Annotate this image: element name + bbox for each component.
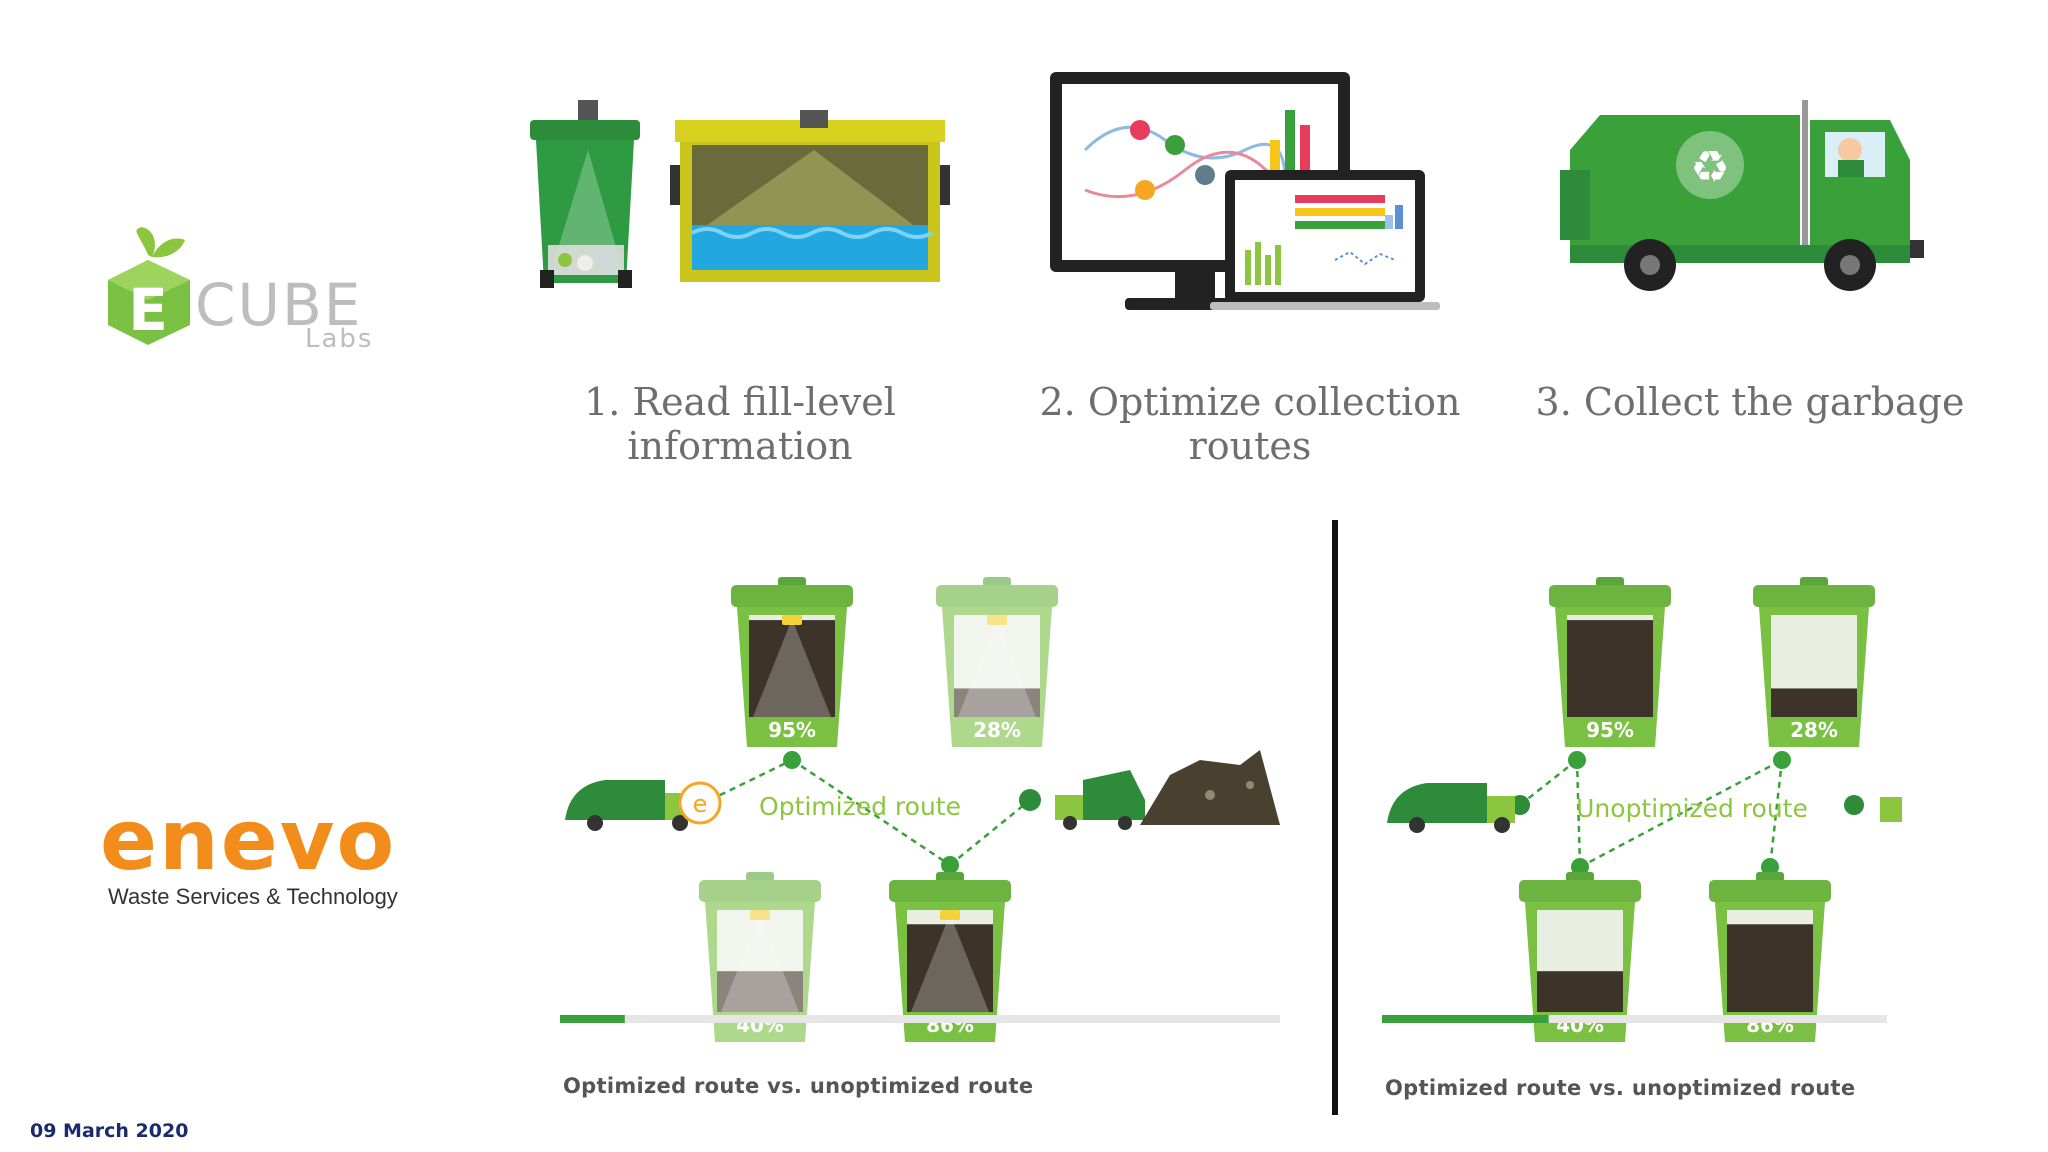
bins-group: 95% 28% 40% 86% — [1519, 577, 1875, 1042]
bin-fill-level — [749, 620, 835, 717]
sensor-icon — [940, 910, 960, 920]
sensor-beam — [721, 914, 799, 1012]
optimized-panel-caption: Optimized route vs. unoptimized route — [563, 1074, 1034, 1098]
sensor-icon — [782, 615, 802, 625]
ecube-logo: E CUBE Labs — [108, 227, 373, 354]
route-progress-track — [560, 1015, 1280, 1023]
sensor-beam — [958, 619, 1036, 717]
enevo-e-icon: e — [678, 781, 722, 825]
route-node — [1571, 858, 1589, 876]
ecube-letter: E — [128, 276, 168, 344]
start-truck-icon — [1387, 783, 1515, 833]
bin-fill-level — [717, 971, 803, 1012]
enevo-tagline: Waste Services & Technology — [108, 884, 398, 909]
ecube-leaf-icon — [136, 227, 155, 257]
waste-bin: 86% — [1709, 872, 1831, 1042]
landfill-icon — [1140, 750, 1280, 825]
dump-truck-icon — [1055, 770, 1145, 830]
route-node — [1844, 795, 1864, 815]
ecube-wordmark: CUBE — [195, 271, 362, 339]
waste-bin: 40% — [1519, 872, 1641, 1042]
route-node — [1568, 751, 1586, 769]
unoptimized-route-panel: Unoptimized route 95% 28% 40% 86% — [1382, 577, 1902, 1042]
unoptimized-route-label: Unoptimized route — [1576, 794, 1808, 823]
route-node — [941, 856, 959, 874]
waste-bin: 95% — [1549, 577, 1671, 747]
panel-divider — [1332, 520, 1338, 1115]
sensor-beam — [753, 619, 831, 717]
fill-level-sensor-illustration — [530, 100, 950, 288]
ecube-subtext: Labs — [305, 324, 373, 354]
garbage-truck-icon: ♻ — [1560, 100, 1924, 291]
recycle-icon: ♻ — [1690, 142, 1729, 193]
sensor-container-icon — [670, 110, 950, 282]
bin-fill-level — [1771, 688, 1857, 717]
route-progress-track — [1382, 1015, 1887, 1023]
sensor-wheelie-bin-icon — [530, 100, 640, 288]
route-progress-fill — [560, 1015, 625, 1023]
bin-fill-level — [1567, 620, 1653, 717]
bin-fill-label: 28% — [973, 718, 1021, 742]
sensor-icon — [750, 910, 770, 920]
waste-bin: 95% — [731, 577, 853, 747]
route-node — [783, 751, 801, 769]
bin-fill-level — [1727, 924, 1813, 1012]
waste-bin: 28% — [936, 577, 1058, 747]
bin-fill-level — [954, 688, 1040, 717]
bin-fill-label: 95% — [1586, 718, 1634, 742]
unoptimized-panel-caption: Optimized route vs. unoptimized route — [1385, 1076, 1856, 1100]
step-2-label: 2. Optimize collection routes — [1039, 380, 1461, 468]
sensor-beam — [911, 914, 989, 1012]
svg-text:e: e — [693, 790, 708, 818]
enevo-logo: enevo Waste Services & Technology — [100, 791, 420, 910]
route-node — [1761, 858, 1779, 876]
garbage-truck-illustration: ♻ — [1560, 100, 1924, 291]
bin-fill-label: 95% — [768, 718, 816, 742]
route-progress-fill — [1382, 1015, 1549, 1023]
bin-fill-level — [1537, 971, 1623, 1012]
optimized-route-label: Optimized route — [759, 792, 961, 821]
bin-fill-level — [907, 924, 993, 1012]
truck-partial-icon — [1880, 797, 1902, 822]
route-node — [1773, 751, 1791, 769]
optimized-route-panel: e Optimized route 95% 28% 40% 86% — [560, 577, 1280, 1042]
waste-bin: 28% — [1753, 577, 1875, 747]
bins-group: 95% 28% 40% 86% — [699, 577, 1058, 1042]
enevo-wordmark: enevo — [100, 791, 397, 889]
sensor-icon — [987, 615, 1007, 625]
route-optimization-illustration — [1050, 72, 1440, 310]
route-lines — [709, 758, 1031, 867]
waste-bin: 86% — [889, 872, 1011, 1042]
step-3-label: 3. Collect the garbage — [1535, 380, 1965, 424]
laptop-icon — [1210, 170, 1440, 310]
route-node — [1019, 789, 1041, 811]
start-truck-icon — [565, 780, 693, 831]
bin-fill-label: 28% — [1790, 718, 1838, 742]
waste-bin: 40% — [699, 872, 821, 1042]
slide-date: 09 March 2020 — [30, 1120, 189, 1142]
step-1-label: 1. Read fill-level information — [584, 380, 896, 468]
route-lines — [1519, 758, 1784, 869]
